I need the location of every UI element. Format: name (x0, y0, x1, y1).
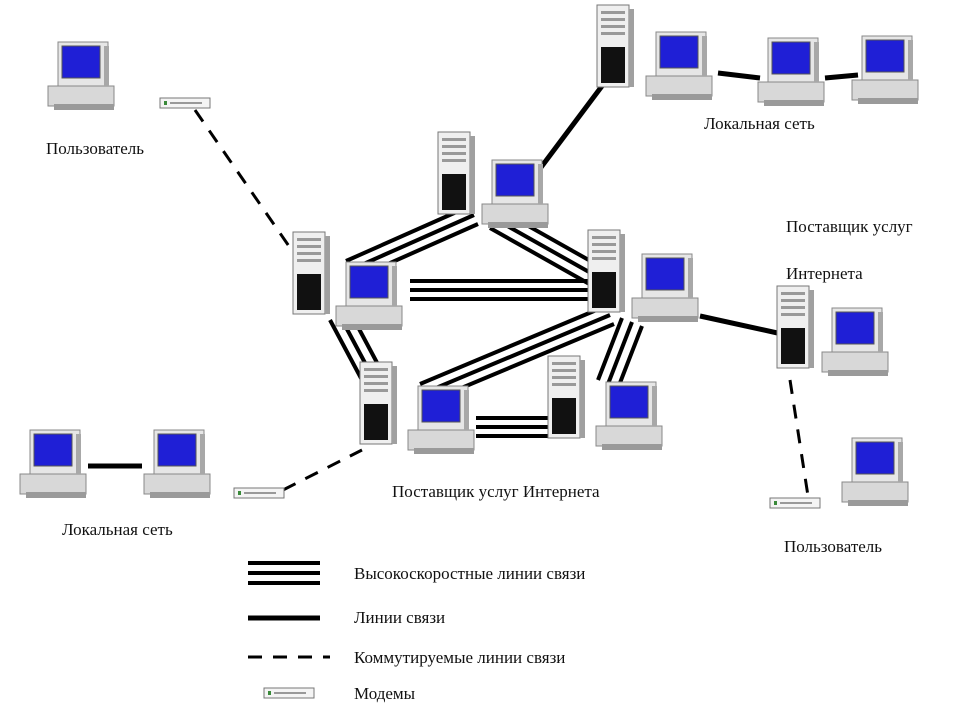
lan-computer-bottom-1 (19, 429, 87, 499)
isp-server-bottom-left (359, 361, 398, 445)
modem-bottom-right (769, 497, 821, 509)
modem-bottom-left (233, 487, 285, 499)
user-computer-top-left (47, 41, 115, 111)
isp-computer-right (631, 253, 699, 323)
isp-computer-top (481, 159, 549, 229)
dial-right (788, 379, 810, 497)
legend-modem-symbol (263, 687, 315, 699)
lan-computer-bottom-2 (143, 429, 211, 499)
dial-top-left (193, 109, 295, 253)
lan-computer-top-1 (645, 31, 713, 101)
isp-computer-bottom-right (595, 381, 663, 451)
label-user-bottom-right: Пользователь (784, 537, 883, 556)
legend-modems-label: Модемы (354, 684, 416, 703)
label-isp-right-line2: Интернета (786, 264, 863, 283)
dial-bottom-left (282, 448, 363, 492)
isp-computer-bottom-left (407, 385, 475, 455)
isp-server-top (437, 131, 476, 215)
hs-link-bottom (476, 416, 552, 438)
isp-server-right (587, 229, 626, 313)
isp-server-left (292, 231, 331, 315)
isp-server-bottom-right (547, 355, 586, 439)
isp-computer-far-right (821, 307, 889, 377)
label-isp-center: Поставщик услуг Интернета (392, 482, 600, 501)
label-lan-bottom-left: Локальная сеть (62, 520, 173, 539)
lan-computer-top-3 (851, 35, 919, 105)
lan-computer-top-2 (757, 37, 825, 107)
legend-lines-label: Линии связи (354, 608, 446, 627)
modem-top-left (159, 97, 211, 109)
link-core-to-right-isp (699, 313, 783, 337)
link-top-lan-a (717, 70, 761, 81)
user-computer-bottom-right (841, 437, 909, 507)
label-lan-top-right: Локальная сеть (704, 114, 815, 133)
legend-switched-label: Коммутируемые линии связи (354, 648, 566, 667)
isp-computer-left (335, 261, 403, 331)
legend-high-speed-label: Высокоскоростные линии связи (354, 564, 586, 583)
link-top-lan-b (824, 72, 859, 81)
legend-high-speed-symbol (248, 561, 320, 585)
isp-server-far-right (776, 285, 815, 369)
switched-links (193, 109, 810, 497)
label-user-top-left: Пользователь (46, 139, 145, 158)
hs-link-right-down (596, 317, 644, 389)
lan-server-top (596, 4, 635, 88)
hs-link-horizontal (410, 279, 592, 301)
label-isp-right-line1: Поставщик услуг (786, 217, 913, 236)
